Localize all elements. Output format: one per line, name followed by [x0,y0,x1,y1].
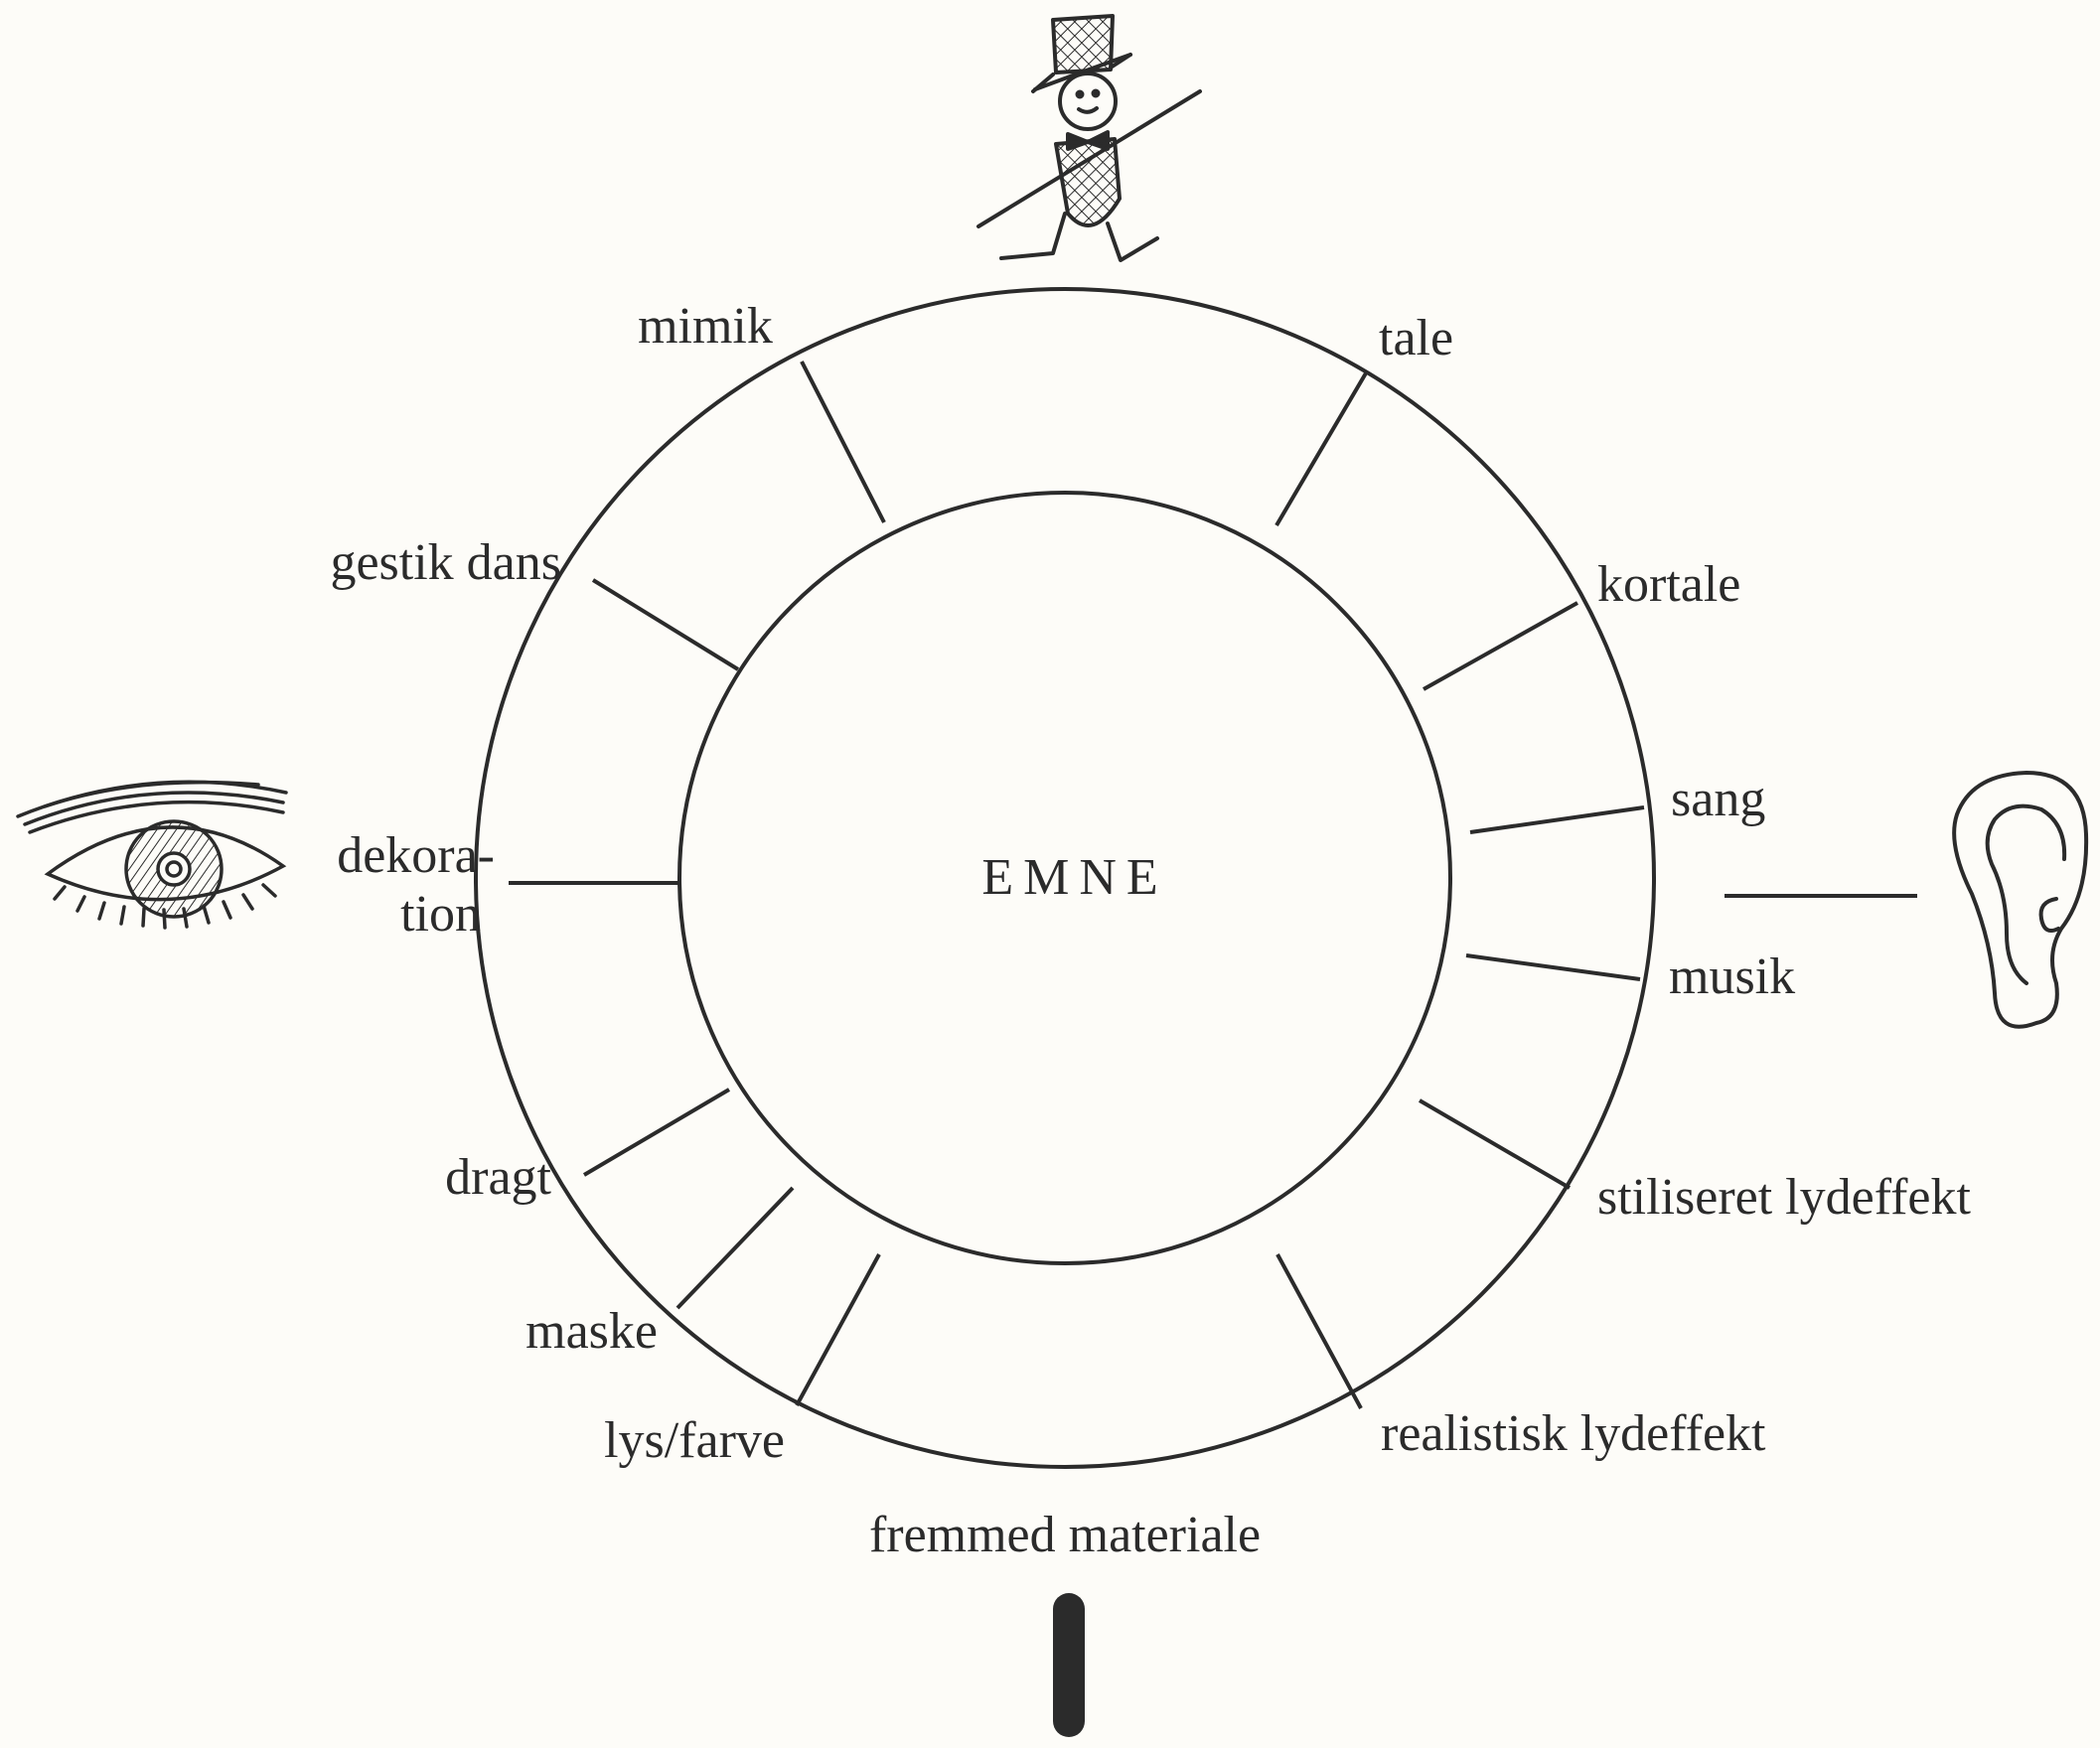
divider-kortale [1424,603,1577,689]
label-dekoration-line2: tion [400,886,481,943]
label-realistisk-lydeffekt: realistisk lydeffekt [1381,1405,1766,1462]
bar-icon [1053,1593,1085,1737]
label-dragt: dragt [445,1149,551,1206]
label-stiliseret-lydeffekt: stiliseret lydeffekt [1597,1169,1971,1226]
ear-icon [1954,773,2086,1027]
label-dekoration-line1: dekora- [337,827,495,884]
divider-maske [677,1188,793,1308]
label-sang: sang [1671,771,1765,827]
label-musik: musik [1669,948,1795,1005]
divider-sang [1470,807,1644,832]
divider-lys-farve [797,1254,879,1405]
divider-realistisk [1277,1254,1361,1408]
label-gestik-dans: gestik dans [330,534,561,591]
divider-gestik [593,580,738,669]
divider-stiliseret [1420,1100,1570,1188]
label-mimik: mimik [638,298,773,355]
label-tale: tale [1379,310,1453,366]
divider-mimik [802,362,884,522]
figure-with-top-hat-icon [978,16,1200,260]
label-lys-farve: lys/farve [604,1412,785,1469]
divider-musik [1466,955,1640,979]
label-kortale: kortale [1597,556,1740,613]
divider-tale [1276,371,1367,525]
label-maske: maske [525,1303,658,1360]
center-label: EMNE [981,849,1167,906]
eye-icon [18,782,286,928]
divider-dragt [584,1090,729,1175]
label-fremmed-materiale: fremmed materiale [869,1507,1261,1563]
